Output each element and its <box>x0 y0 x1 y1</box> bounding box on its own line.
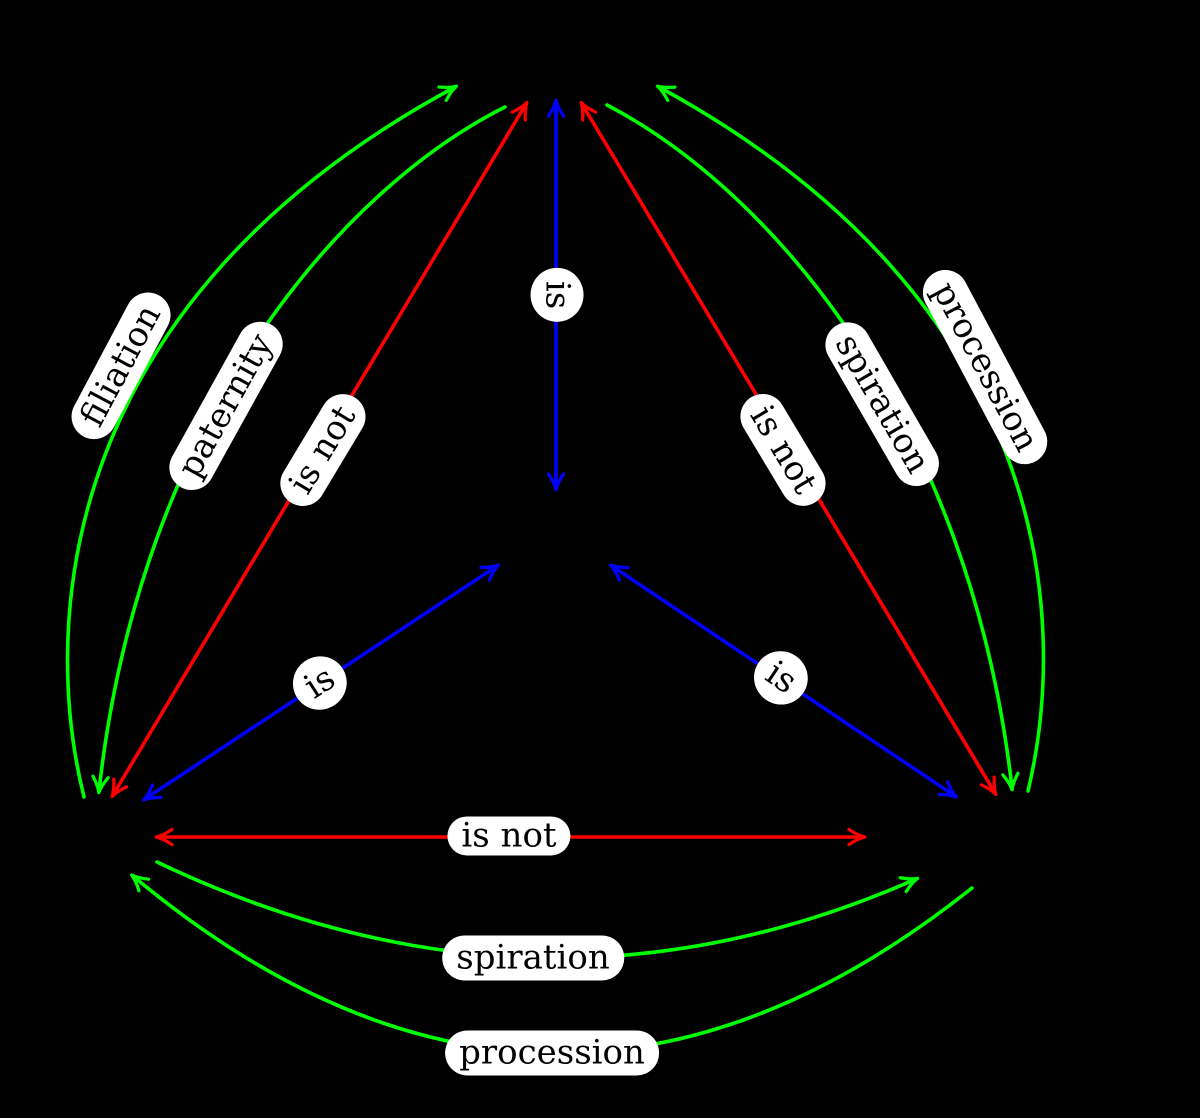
arc-spiration-right <box>605 103 1020 792</box>
label-spiration-bottom: spiration <box>442 935 624 981</box>
arc-filiation <box>65 84 459 799</box>
label-is-not-bottom: is not <box>447 816 571 856</box>
label-procession-bottom: procession <box>445 1030 659 1076</box>
label-is-top: is <box>530 267 584 323</box>
arc-procession-right <box>655 84 1046 793</box>
